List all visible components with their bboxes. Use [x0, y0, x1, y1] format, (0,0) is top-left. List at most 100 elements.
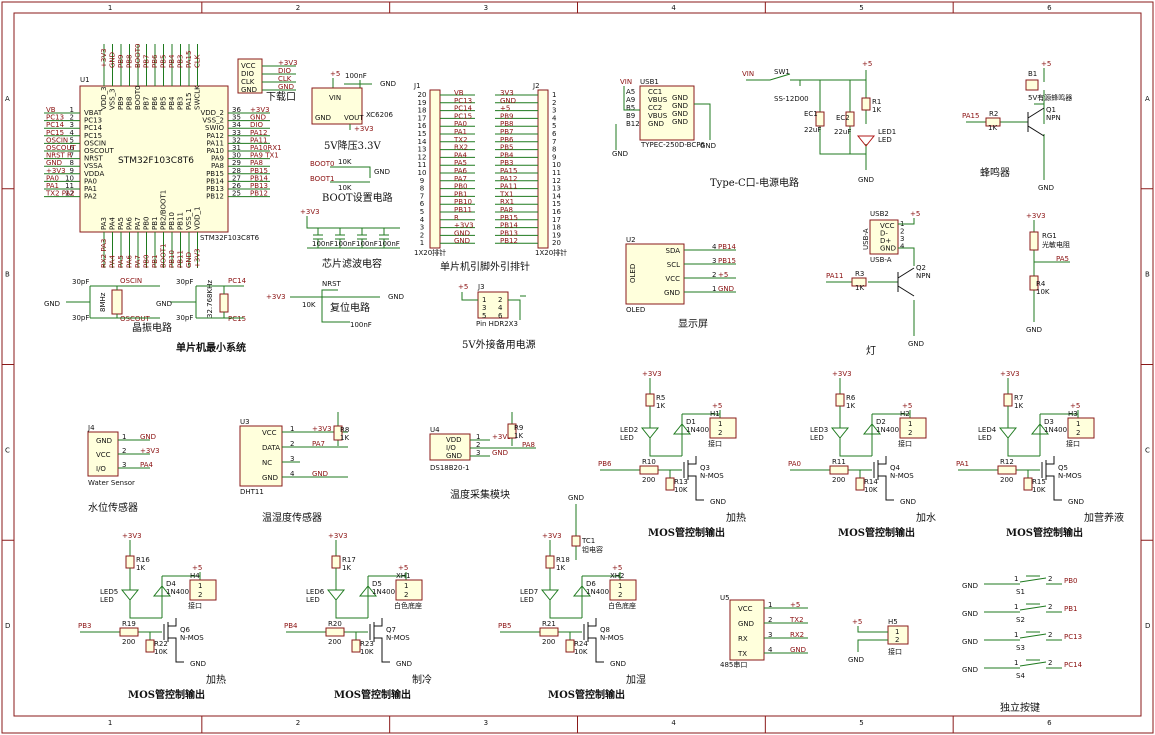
- ldo-part: XC6206: [366, 111, 394, 119]
- mos-connector-pin: 1: [404, 582, 408, 590]
- boot0-net: BOOT0: [310, 160, 334, 168]
- mcu-pin-name: VSS_3: [109, 88, 117, 110]
- typec-body: [639, 85, 695, 141]
- tc1-block: GND TC1 钽电容: [568, 494, 603, 560]
- mcu-pin-name: PA4: [109, 216, 117, 230]
- mcu-pin-num: 10: [65, 174, 74, 182]
- mcu-pin-name: PB13: [206, 185, 224, 193]
- mos-gate-net: PA1: [956, 460, 969, 468]
- button-pin: 2: [1048, 603, 1052, 611]
- mos-connector-ref: H4: [190, 572, 200, 580]
- crystal-title: 晶振电路: [132, 321, 172, 334]
- ls-gnd: GND: [1026, 326, 1042, 334]
- mos-rg-val: 200: [542, 638, 555, 646]
- mos-q-ref: Q3: [700, 464, 710, 472]
- lse-gnd: GND: [156, 300, 172, 308]
- j2-net: TX1: [499, 190, 514, 198]
- backup-pin-1: 1: [482, 296, 486, 304]
- ds-title: 温度采集模块: [450, 488, 510, 501]
- j2-pin-num: 3: [552, 107, 556, 115]
- mos-title: MOS管控制输出: [838, 526, 915, 539]
- mos-load-label: 加湿: [626, 674, 646, 686]
- lamp-net: +5: [910, 210, 920, 218]
- mos-load-label: 加热: [206, 673, 226, 686]
- typec-pin-name: GND: [648, 120, 664, 128]
- rg1: [1029, 231, 1039, 251]
- mcu-pin-name: VBAT: [84, 109, 103, 117]
- sw-net-in: VIN: [742, 70, 754, 78]
- lamp-ref: USB2: [870, 210, 889, 218]
- mos-rpd-ref: R14: [864, 478, 878, 486]
- oled-pin-name: VCC: [665, 275, 680, 283]
- mcu-pin-num: 35: [232, 114, 241, 122]
- j1-part: 1X20排针: [414, 248, 446, 257]
- r4-ref: R4: [1036, 280, 1046, 288]
- j1-net: GND: [454, 229, 470, 237]
- button-pin: 2: [1048, 631, 1052, 639]
- j2-pin-num: 19: [552, 231, 561, 239]
- j1-net: RX2: [454, 144, 468, 152]
- j2-pin-num: 20: [552, 239, 561, 247]
- r1-ref: R1: [872, 98, 881, 106]
- mos-diode: [862, 413, 910, 456]
- mos-rg-ref: R21: [542, 620, 556, 628]
- mcu-net-label: BOOT1: [160, 244, 168, 268]
- mos-transistor: [369, 618, 390, 663]
- mos-r-led-ref: R16: [136, 556, 150, 564]
- mos-diode-ref: D5: [372, 580, 382, 588]
- button-net: PC13: [1064, 633, 1082, 641]
- mos-led-wire: [120, 568, 162, 619]
- mos-pulldown-resistor: [1023, 477, 1033, 491]
- lamp-pin-name: D+: [880, 237, 891, 245]
- mcu-net-label: NRST R: [46, 152, 72, 160]
- mcu-net-label: PA8: [250, 159, 263, 167]
- ldo-out-net: +3V3: [354, 125, 374, 133]
- mos-gate-wire: [600, 469, 682, 478]
- j2-pin-num: 18: [552, 224, 561, 232]
- mcu-net-label: +3V3: [250, 106, 270, 114]
- button-net: PB1: [1064, 605, 1077, 613]
- mcu-pin-name: PB15: [206, 170, 224, 178]
- lse-cap2: 30pF: [176, 314, 193, 322]
- mcu-net-label: PB13: [250, 182, 268, 190]
- mos-connector-label: 接口: [898, 439, 912, 448]
- j1-pin-num: 3: [420, 224, 424, 232]
- light-sensor-block: +3V3 RG1 光敏电阻 PA5 R4 10K GND: [1026, 212, 1070, 334]
- mcu-net-label: PC13: [46, 114, 64, 122]
- mos-gate-net: PB5: [498, 622, 511, 630]
- j2-part: 1X20排针: [535, 248, 567, 257]
- mcu-net-label: GND: [185, 252, 193, 268]
- frame-col-bottom-3: 3: [484, 719, 488, 727]
- mcu-net-label: +3V3: [46, 167, 66, 175]
- lse-net-out: PC15: [228, 315, 246, 323]
- mos-transistor: [683, 456, 704, 501]
- mos-connector-label: 接口: [188, 601, 202, 610]
- mos-pulldown-resistor: [565, 639, 575, 653]
- download-pin: CLK: [241, 78, 255, 86]
- rs485-pin-name: RX: [738, 635, 748, 643]
- dht-ref: U3: [240, 418, 250, 426]
- mcu-net-label: PA1: [46, 182, 59, 190]
- rs485-ref: U5: [720, 594, 730, 602]
- filter-cap-value: 100nF: [334, 240, 356, 248]
- frame-col-bottom-2: 2: [296, 719, 300, 727]
- mcu-pin-name: PB12: [206, 193, 224, 201]
- mos-rg-ref: R12: [1000, 458, 1014, 466]
- mos-diode: [572, 575, 620, 618]
- frame-col-top-1: 1: [108, 4, 112, 12]
- j1-pin-num: 17: [418, 114, 427, 122]
- oled-ref: U2: [626, 236, 636, 244]
- mcu-pin-name: PC13: [84, 117, 102, 125]
- mos-led-wire: [326, 568, 368, 619]
- mcu-pin-num: 5: [70, 136, 74, 144]
- backup-power: +5 J3 1 3 5 2 4 6 Pin HDR2X3 5V外接备用电源: [458, 283, 536, 351]
- frame-row-right-A: A: [1145, 95, 1150, 103]
- reset-res: 10K: [302, 301, 316, 309]
- ec1-ref: EC1: [804, 110, 818, 118]
- mos-connector: [189, 579, 217, 601]
- mos-r-led-ref: R17: [342, 556, 356, 564]
